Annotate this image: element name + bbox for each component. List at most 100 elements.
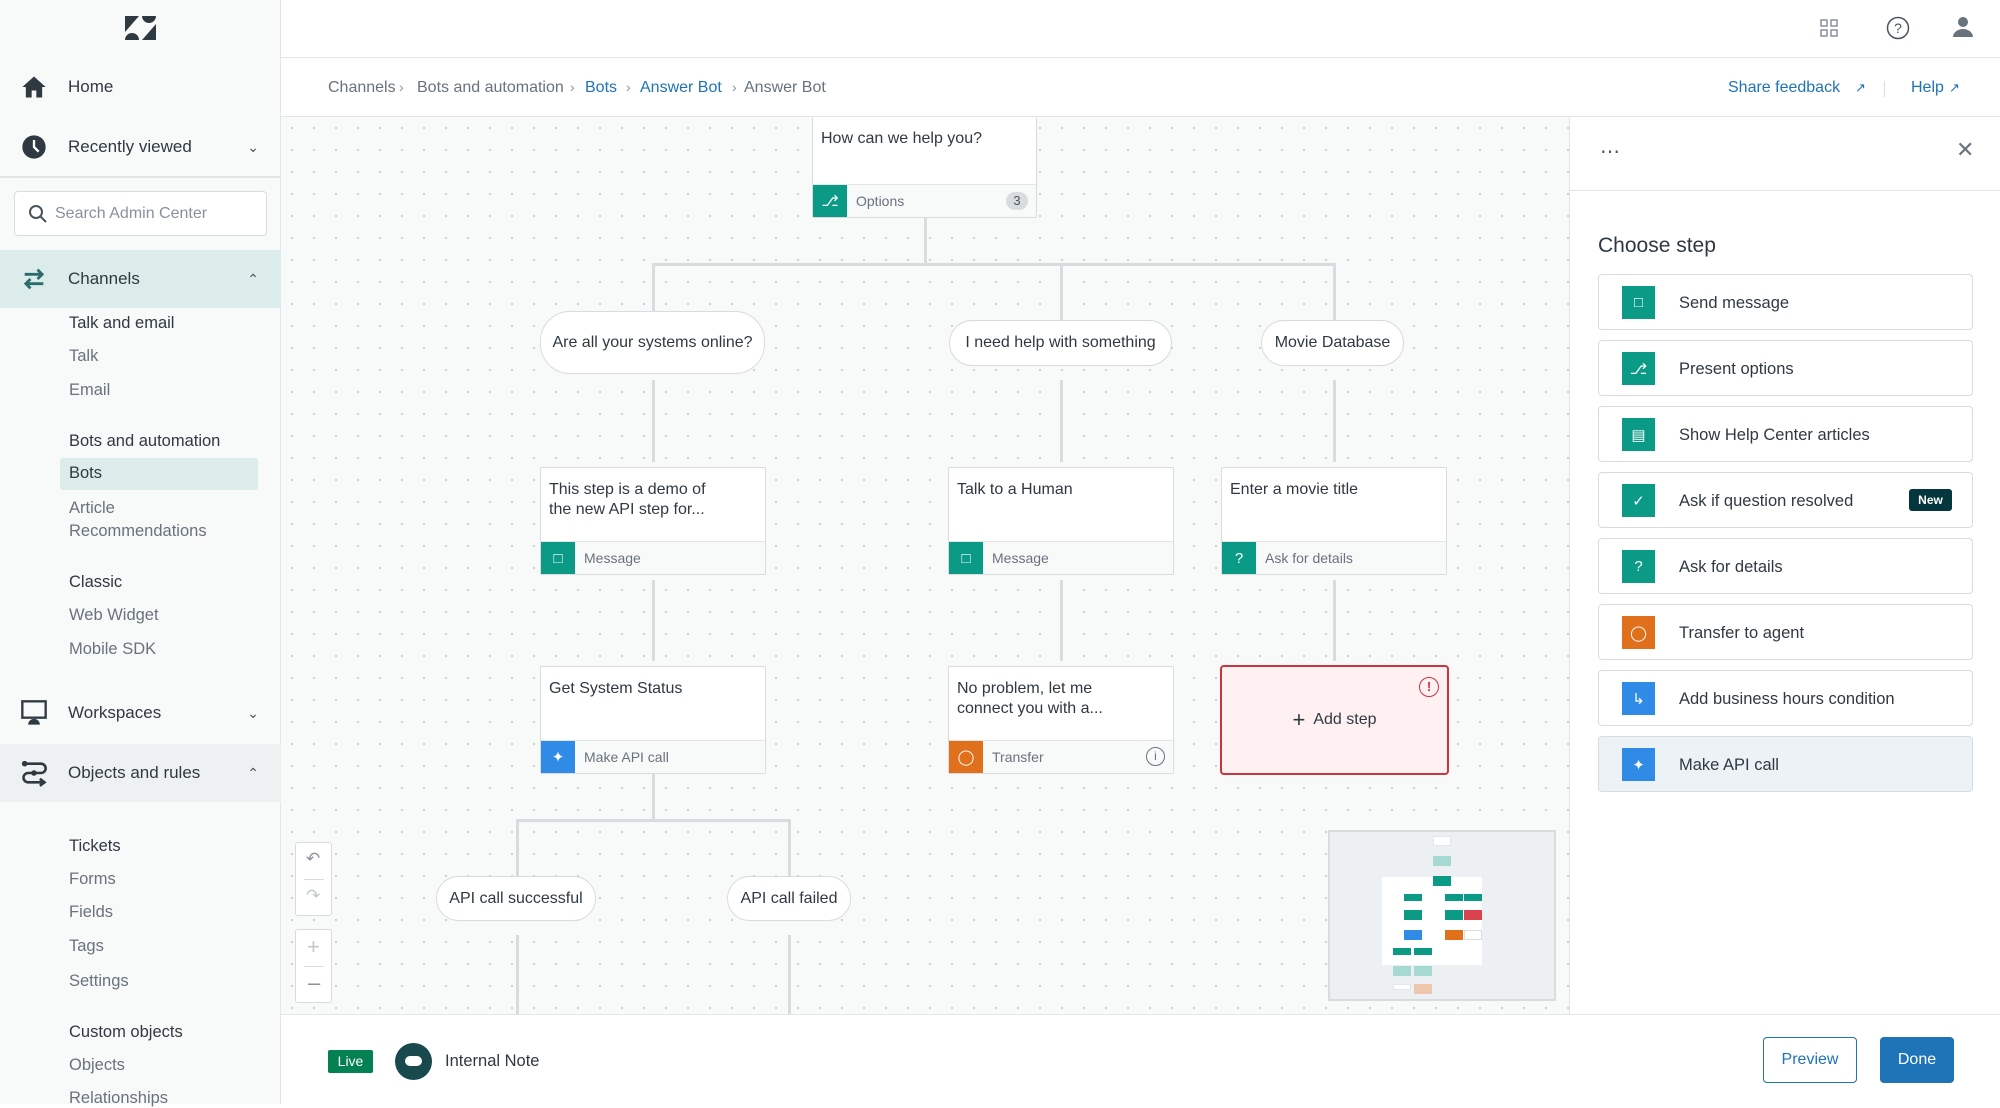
panel-title: Choose step xyxy=(1598,234,1716,257)
step-label: Show Help Center articles xyxy=(1679,426,1870,444)
branch-bubble[interactable]: API call failed xyxy=(727,876,851,921)
undo-icon[interactable]: ↶ xyxy=(306,849,321,868)
nav-fields[interactable]: Fields xyxy=(69,903,114,921)
nav-objects[interactable]: Objects xyxy=(69,1056,125,1074)
step-option-help-center-articles[interactable]: ▤Show Help Center articles xyxy=(1598,406,1973,462)
section-classic: Classic xyxy=(69,573,123,591)
nav-objects-and-rules[interactable]: Objects and rules ⌃ xyxy=(0,744,281,802)
chevron-right-icon: › xyxy=(570,79,575,95)
redo-icon[interactable]: ↷ xyxy=(306,886,321,905)
divider xyxy=(0,176,281,178)
plus-icon: + xyxy=(1292,707,1306,732)
top-bar: ? xyxy=(281,0,2000,58)
search-placeholder: Search Admin Center xyxy=(55,204,208,222)
step-card-options[interactable]: How can we help you? ⎇ Options 3 xyxy=(812,117,1037,218)
nav-home[interactable]: Home xyxy=(0,58,281,116)
chevron-right-icon: › xyxy=(732,79,737,95)
flow-canvas[interactable]: How can we help you? ⎇ Options 3 Are all… xyxy=(281,117,1569,1014)
choose-step-panel: ⋯ ✕ Choose step □Send message ⎇Present o… xyxy=(1569,117,2000,1014)
nav-relationships[interactable]: Relationships xyxy=(69,1089,169,1107)
zoom-in-icon[interactable]: + xyxy=(307,934,320,959)
add-step-card[interactable]: + Add step ! xyxy=(1220,665,1449,775)
option-bubble[interactable]: Are all your systems online? xyxy=(540,311,765,374)
divider xyxy=(1570,190,2000,191)
help-link[interactable]: Help xyxy=(1911,79,1944,96)
question-icon: ? xyxy=(1622,550,1655,583)
error-icon: ! xyxy=(1419,677,1439,697)
options-count-badge: 3 xyxy=(1006,192,1028,210)
minimap[interactable] xyxy=(1328,830,1556,1001)
zendesk-logo[interactable] xyxy=(125,16,156,40)
monitor-icon xyxy=(21,700,47,725)
step-option-send-message[interactable]: □Send message xyxy=(1598,274,1973,330)
channels-icon xyxy=(23,268,45,290)
step-option-ask-details[interactable]: ?Ask for details xyxy=(1598,538,1973,594)
nav-mobile-sdk[interactable]: Mobile SDK xyxy=(69,640,157,658)
step-option-present-options[interactable]: ⎇Present options xyxy=(1598,340,1973,396)
step-label: Add business hours condition xyxy=(1679,690,1895,708)
step-option-make-api-call[interactable]: ✦Make API call xyxy=(1598,736,1973,792)
step-card-api-call[interactable]: Get System Status ✦Make API call xyxy=(540,666,766,774)
step-label: Make API call xyxy=(1679,756,1779,774)
add-step-label: Add step xyxy=(1313,711,1377,728)
nav-recently-viewed[interactable]: Recently viewed ⌄ xyxy=(0,118,281,176)
info-icon[interactable]: i xyxy=(1146,747,1165,766)
apps-grid-icon[interactable] xyxy=(1820,19,1838,37)
bot-avatar xyxy=(395,1043,432,1080)
step-option-ask-resolved[interactable]: ✓Ask if question resolved New xyxy=(1598,472,1973,528)
step-card-transfer[interactable]: No problem, let me connect you with a...… xyxy=(948,666,1174,774)
option-bubble[interactable]: Movie Database xyxy=(1261,320,1404,366)
nav-settings[interactable]: Settings xyxy=(69,972,129,990)
chevron-down-icon: ⌄ xyxy=(247,138,259,155)
step-card-text: Get System Status xyxy=(549,680,683,697)
step-card-message[interactable]: Talk to a Human □Message xyxy=(948,467,1174,575)
more-options-icon[interactable]: ⋯ xyxy=(1600,141,1621,163)
check-icon: ✓ xyxy=(1622,484,1655,517)
breadcrumb-current: Answer Bot xyxy=(744,79,826,96)
breadcrumb-bots-and-automation[interactable]: Bots and automation xyxy=(417,79,564,96)
option-bubble[interactable]: I need help with something xyxy=(949,320,1172,366)
help-icon[interactable]: ? xyxy=(1886,16,1910,40)
nav-forms[interactable]: Forms xyxy=(69,870,116,888)
step-option-business-hours[interactable]: ↳Add business hours condition xyxy=(1598,670,1973,726)
done-button[interactable]: Done xyxy=(1880,1037,1954,1083)
nav-email[interactable]: Email xyxy=(69,381,111,399)
nav-web-widget[interactable]: Web Widget xyxy=(69,606,159,624)
objects-rules-icon xyxy=(21,760,47,787)
chevron-up-icon: ⌃ xyxy=(247,270,259,287)
step-card-message[interactable]: This step is a demo of the new API step … xyxy=(540,467,766,575)
nav-article-recommendations-line2[interactable]: Recommendations xyxy=(69,522,207,540)
zoom-out-icon[interactable]: – xyxy=(308,970,321,995)
external-link-icon: ↗ xyxy=(1855,80,1866,95)
step-card-type: Message xyxy=(584,550,641,566)
step-card-ask-details[interactable]: Enter a movie title ?Ask for details xyxy=(1221,467,1447,575)
nav-channels[interactable]: Channels ⌃ xyxy=(0,250,281,308)
step-card-type: Ask for details xyxy=(1265,550,1353,566)
bot-name: Internal Note xyxy=(445,1052,540,1070)
nav-bots[interactable] xyxy=(60,458,258,490)
breadcrumb-answer-bot-link[interactable]: Answer Bot xyxy=(640,79,722,96)
message-icon: □ xyxy=(1622,286,1655,319)
nav-talk[interactable]: Talk xyxy=(69,347,99,365)
nav-tags[interactable]: Tags xyxy=(69,937,104,955)
step-card-type: Transfer xyxy=(992,749,1044,765)
nav-workspaces[interactable]: Workspaces ⌄ xyxy=(0,684,281,742)
nav-label: Home xyxy=(68,77,114,96)
step-option-transfer-agent[interactable]: ◯Transfer to agent xyxy=(1598,604,1973,660)
user-avatar-icon[interactable] xyxy=(1952,16,1974,38)
nav-article-recommendations[interactable]: Article xyxy=(69,499,115,517)
person-icon: ◯ xyxy=(1622,616,1655,649)
live-status-badge: Live xyxy=(328,1050,373,1073)
share-feedback-link[interactable]: Share feedback xyxy=(1728,79,1841,96)
nav-bots-label[interactable]: Bots xyxy=(69,464,103,482)
preview-button[interactable]: Preview xyxy=(1763,1037,1857,1083)
close-icon[interactable]: ✕ xyxy=(1956,137,1975,162)
branch-bubble[interactable]: API call successful xyxy=(436,876,596,921)
step-card-text: Talk to a Human xyxy=(957,481,1073,498)
breadcrumb-bots[interactable]: Bots xyxy=(585,79,618,96)
signpost-icon: ⎇ xyxy=(1622,352,1655,385)
search-input[interactable]: Search Admin Center xyxy=(14,191,267,236)
breadcrumb-channels[interactable]: Channels xyxy=(328,79,396,96)
question-icon: ? xyxy=(1222,542,1256,574)
message-icon: □ xyxy=(949,542,983,574)
